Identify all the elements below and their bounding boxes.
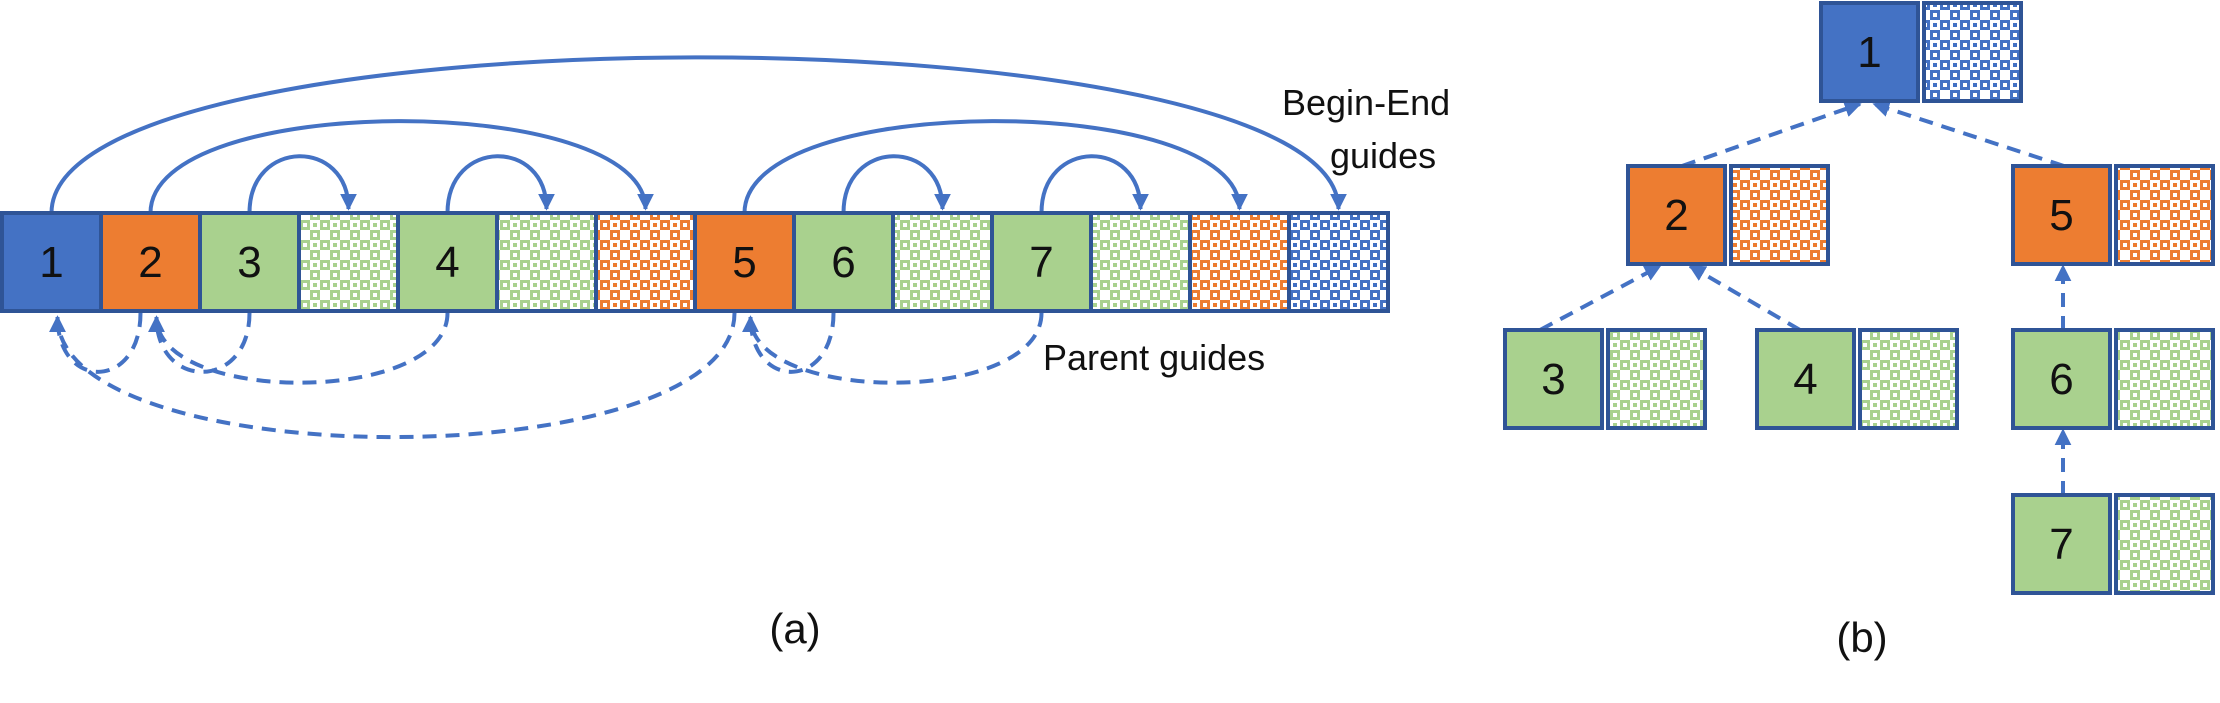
tree-node-label-7: 7 <box>2049 520 2073 569</box>
begin-end-arc <box>247 154 357 214</box>
begin-end-label-line1: Begin-End <box>1282 82 1450 123</box>
tree-node-label-3: 3 <box>1541 355 1565 404</box>
tree-node-end-4 <box>1858 328 1959 430</box>
end-token-cell <box>297 211 400 313</box>
cell-label-3: 3 <box>237 238 261 287</box>
tree-node-end-6 <box>2114 328 2215 430</box>
begin-end-guides <box>49 55 1347 214</box>
panel-a: 1 2 3 4 5 6 7 Begin-End guides Parent guides (… <box>0 55 1450 652</box>
end-token-cell <box>495 211 598 313</box>
parent-guides <box>49 312 1044 440</box>
tree-node-label-4: 4 <box>1793 355 1817 404</box>
tree-node-end-2 <box>1729 164 1830 266</box>
cell-label-7: 7 <box>1029 238 1053 287</box>
parent-guide-arrow <box>49 312 737 440</box>
tree-node-label-5: 5 <box>2049 191 2073 240</box>
begin-end-arc <box>1039 154 1149 214</box>
parent-guide-arrow <box>742 312 1044 385</box>
tree-node-7 <box>2011 493 2112 595</box>
caption-b: (b) <box>1836 614 1887 661</box>
tree-node-end-5 <box>2114 164 2215 266</box>
tree-node-2 <box>1626 164 1727 266</box>
end-token-cell <box>594 211 697 313</box>
tree-edges <box>1539 100 2072 495</box>
tree-node-end-3 <box>1606 328 1707 430</box>
begin-end-arc <box>49 55 1347 214</box>
end-token-cell <box>891 211 994 313</box>
node-cell-6 <box>792 211 895 313</box>
tree-node-4 <box>1755 328 1856 430</box>
cell-label-1: 1 <box>39 238 63 287</box>
tree-node-6 <box>2011 328 2112 430</box>
tree-node-label-6: 6 <box>2049 355 2073 404</box>
cell-label-5: 5 <box>732 238 756 287</box>
begin-end-arc <box>445 154 555 214</box>
node-cell-7 <box>990 211 1093 313</box>
tree-node-5 <box>2011 164 2112 266</box>
begin-end-label-line2: guides <box>1330 135 1436 176</box>
parent-guide-arrow <box>148 312 450 385</box>
tree-node-end-1 <box>1922 1 2023 103</box>
tree-node-label-2: 2 <box>1664 191 1688 240</box>
begin-end-arc <box>148 119 654 214</box>
tree-node-3 <box>1503 328 1604 430</box>
parent-guides-label: Parent guides <box>1043 337 1265 378</box>
end-token-cell <box>1287 211 1390 313</box>
tree-node-end-7 <box>2114 493 2215 595</box>
end-token-cell <box>1089 211 1192 313</box>
parent-guide-arrow <box>49 312 143 374</box>
begin-end-arc <box>742 119 1248 214</box>
parent-guide-arrow <box>148 312 252 374</box>
end-token-cell <box>1188 211 1291 313</box>
caption-a: (a) <box>769 605 820 652</box>
cell-label-4: 4 <box>435 238 459 287</box>
begin-end-arc <box>841 154 951 214</box>
cell-label-2: 2 <box>138 238 162 287</box>
sequence-row: 1 2 3 4 5 6 7 <box>0 211 1390 313</box>
tree-node-label-1: 1 <box>1857 28 1881 77</box>
node-cell-2 <box>99 211 202 313</box>
tree-edge <box>1539 264 1662 332</box>
parent-guide-arrow <box>742 312 836 374</box>
panel-b: 1 2 5 3 4 6 7 (b) <box>1503 1 2215 661</box>
cell-label-6: 6 <box>831 238 855 287</box>
tree-nodes: 1 2 5 3 4 6 7 <box>1503 1 2215 595</box>
tree-edge <box>1681 101 1862 168</box>
node-cell-5 <box>693 211 796 313</box>
tree-node-1 <box>1819 1 1920 103</box>
tree-edge <box>1688 264 1802 332</box>
tree-edge <box>1872 100 2065 168</box>
